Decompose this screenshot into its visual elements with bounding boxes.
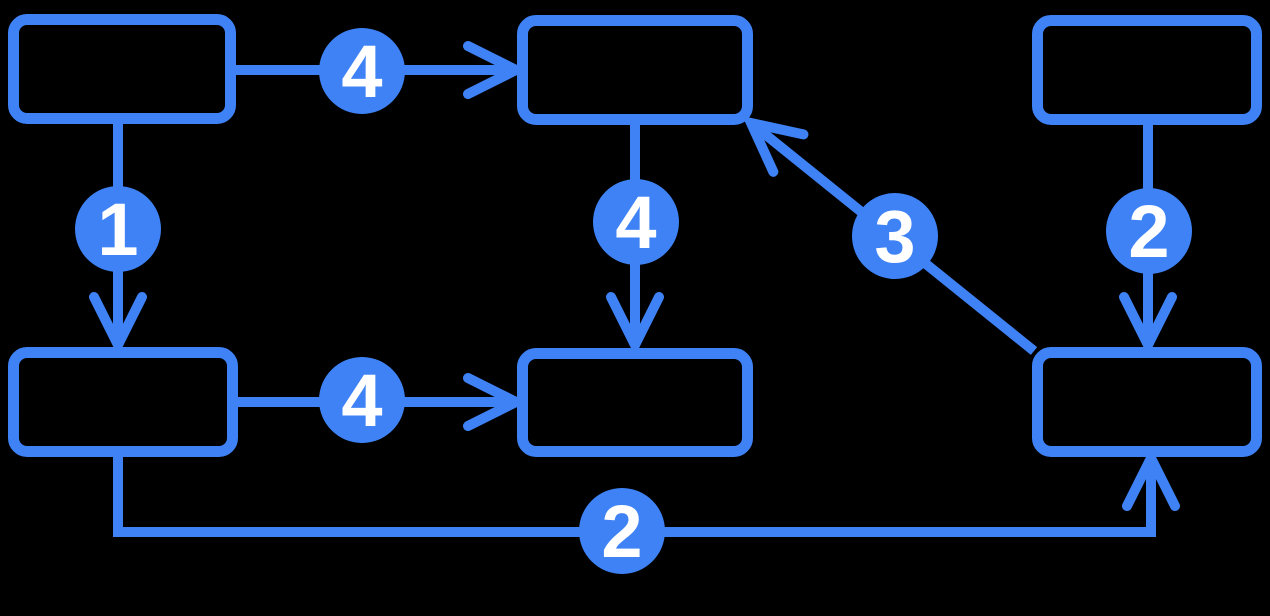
box-top-middle: [517, 15, 753, 125]
box-top-left: [8, 14, 236, 124]
edge-topright-to-bottomright-badge: 2: [1106, 188, 1192, 274]
box-top-right: [1032, 15, 1262, 125]
badge-circle: [319, 28, 405, 114]
edge-topmiddle-to-bottommiddle-arrowhead-icon: [606, 292, 664, 357]
edge-topright-to-bottomright-arrowhead-icon: [1119, 292, 1177, 357]
edge-bottomleft-to-bottommiddle-arrowhead-icon: [463, 373, 528, 431]
edge-topleft-to-bottomleft-badge: 1: [75, 186, 161, 272]
box-bottom-left: [8, 347, 238, 457]
edge-bottomleft-to-bottomright-badge: 2: [579, 488, 665, 574]
badge-label: 4: [615, 181, 656, 264]
edge-bottomleft-to-bottomright-arrowhead-icon: [1122, 446, 1180, 511]
badge-label: 1: [97, 188, 138, 271]
edge-topleft-to-topmiddle-badge: 4: [319, 28, 405, 114]
badge-circle: [593, 179, 679, 265]
edge-bottomright-to-topmiddle-arrowhead-icon: [742, 115, 809, 177]
badge-circle: [75, 186, 161, 272]
badge-label: 4: [341, 30, 382, 113]
badge-label: 2: [1128, 190, 1169, 273]
edge-bottomleft-to-bottommiddle-badge: 4: [319, 357, 405, 443]
badge-label: 4: [341, 359, 382, 442]
badge-circle: [852, 193, 938, 279]
edge-topleft-to-topmiddle-arrowhead-icon: [463, 41, 528, 99]
edge-topmiddle-to-bottommiddle-badge: 4: [593, 179, 679, 265]
edge-bottomright-to-topmiddle-badge: 3: [852, 193, 938, 279]
box-bottom-middle: [517, 348, 753, 457]
badge-circle: [319, 357, 405, 443]
badge-circle: [579, 488, 665, 574]
edge-topleft-to-bottomleft-arrowhead-icon: [89, 292, 147, 357]
badge-label: 3: [874, 195, 915, 278]
badges-layer: 4 1 4 3 2 4 2: [75, 28, 1192, 574]
badge-circle: [1106, 188, 1192, 274]
badge-label: 2: [601, 490, 642, 573]
box-bottom-right: [1032, 347, 1262, 457]
